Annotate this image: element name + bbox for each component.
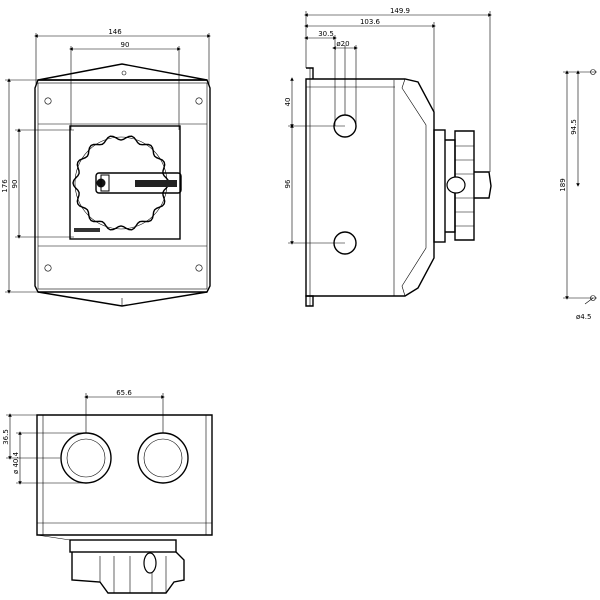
dim-bottom-hole-spacing: 65.6 (116, 389, 132, 397)
dim-side-hole-spacing: 96 (284, 179, 292, 188)
dim-side-body: 103.6 (360, 18, 381, 26)
front-view: 146 90 176 90 (1, 28, 211, 307)
dim-side-hole-diameter: ø20 (336, 40, 349, 48)
bottom-view: 65.6 36.5 ø 40.4 (2, 389, 213, 594)
dim-side-depth: 149.9 (390, 7, 410, 15)
dim-front-height: 176 (1, 179, 9, 193)
dim-side-hole-top: 40 (284, 98, 292, 107)
dim-front-inner-height: 90 (11, 180, 19, 189)
dim-mount-half: 94.5 (570, 119, 578, 135)
side-view: 149.9 103.6 30.5 ø20 40 96 (284, 7, 492, 307)
dim-front-inner-width: 90 (121, 41, 130, 49)
dim-bottom-offset: 36.5 (2, 429, 10, 445)
dim-bottom-hole-diameter: ø 40.4 (12, 451, 20, 474)
dim-mount-total: 189 (559, 178, 567, 191)
dim-mount-hole: ø4.5 (576, 313, 591, 321)
dim-front-width: 146 (108, 28, 122, 36)
mounting-view: 189 94.5 ø4.5 (559, 69, 597, 321)
dim-side-offset: 30.5 (318, 30, 334, 38)
